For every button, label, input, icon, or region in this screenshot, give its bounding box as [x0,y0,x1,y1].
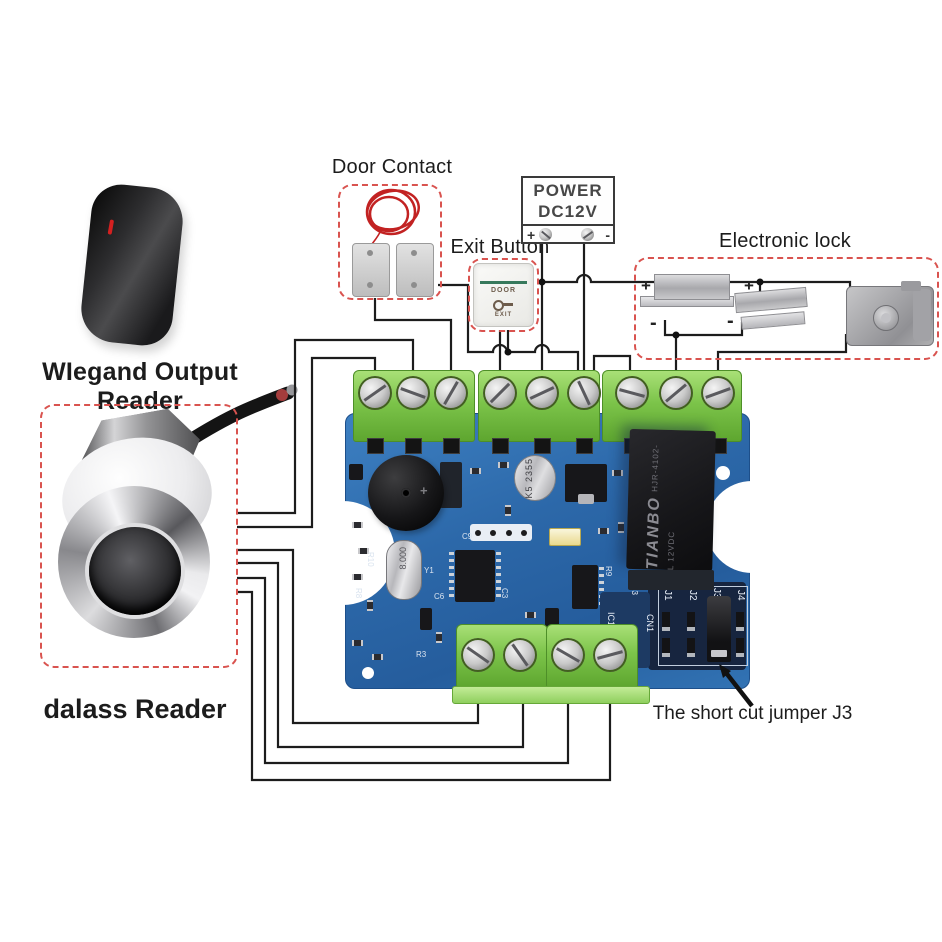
power-plus-terminal [539,228,552,241]
bolt-plus-mark: + [641,276,651,295]
wiegand-reader-photo [77,181,187,349]
jumper-arrow [719,664,754,708]
diode-array [440,462,462,508]
dalass-reader-center [89,527,181,615]
wire-12v-bus [542,273,852,288]
main-ic [449,550,501,602]
silkscreen-text: R8 [354,588,363,599]
silkscreen-text: R10 [366,552,375,567]
relay-brand: TIANBO [644,496,664,570]
exit-button-box [468,258,539,332]
reader-led-icon [107,219,115,235]
jumper-cap-j3 [707,596,731,662]
silkscreen-text: C6 [434,592,445,601]
crystal-oscillator: 8.000 [386,540,422,600]
wiegand-reader-label: WIegand Output Reader [42,358,238,415]
silkscreen-text: C9 [462,532,473,541]
key-icon [493,300,515,311]
wire-reader-b1 [237,548,480,725]
jumper-label-j4: J4 [735,590,746,601]
jumper-label-j2: J2 [687,590,698,601]
exit-door-text: DOOR [491,287,516,294]
exit-exit-text: EXIT [494,312,513,318]
power-plus-sign: + [527,227,536,243]
capacitor-text: K5 2355 [524,458,534,499]
buzzer: + [368,455,444,531]
secondary-ic [572,565,604,609]
wire-doorcontact-t3 [373,298,453,370]
silkscreen-text: C3 [500,588,509,599]
pad-header [470,524,532,541]
terminal-block-bottom-1 [456,622,548,688]
terminal-block-lip [452,686,650,704]
d03-label: 03 [630,586,639,595]
board-cutout-right [706,481,798,573]
jumper-pin [662,638,670,657]
mag-plus-mark: + [744,276,754,295]
jumper-pin [687,612,695,631]
wire-reader-t1 [237,356,377,529]
rim-lock-cylinder [873,305,899,331]
transistor [349,464,363,480]
power-supply-box: POWER DC12V + - [521,176,615,244]
ic1-label: IC1 [606,612,616,627]
door-contact-label: Door Contact [331,156,453,178]
relay: TIANBO HJR-4102-L 12VDC [626,428,716,572]
electronic-lock-box [634,257,939,360]
jumper-note-label: The short cut jumper J3 [652,703,853,724]
jumper-label-j1: J1 [662,590,673,601]
jumper-pin [687,638,695,657]
power-line1: POWER [533,181,603,200]
wire-reader-b3 [237,576,570,765]
cable-band [276,389,288,401]
wire-reader-b4 [237,590,612,782]
door-contact-plate [396,243,434,297]
electronic-lock-label: Electronic lock [719,230,851,252]
transistor [420,608,432,630]
exit-button-photo: DOOR EXIT [473,263,534,327]
rim-lock-photo [846,281,934,346]
wire-t6-t7-link [592,354,632,370]
terminal-block-top-1 [353,368,475,454]
terminal-block-top-2 [478,368,601,454]
silkscreen-text: R9 [604,566,613,577]
terminal-block-bottom-2 [546,622,638,688]
mounting-hole [716,466,730,480]
cn1-label: CN1 [645,614,655,633]
regulator-tab [578,494,594,504]
jumper-pin [662,612,670,631]
power-line2: DC12V [538,202,598,221]
relay-pin-strip [628,570,714,590]
power-minus-terminal [581,228,594,241]
silkscreen-text: R3 [416,650,427,659]
door-contact-plate [352,243,390,297]
led-indicator [549,528,581,546]
silkscreen-text: Y1 [424,566,434,575]
door-contact-box [338,184,442,300]
bolt-minus-mark: - [650,312,657,334]
jumper-pin [736,612,744,631]
electrolytic-capacitor: K5 2355 [514,455,556,501]
power-terminal-strip: + - [523,224,613,244]
bolt-lock-photo [654,274,730,300]
mounting-hole [362,667,374,679]
dalass-reader-box [40,404,238,668]
wire-reader-b2 [237,561,525,749]
jumper-pin [736,638,744,657]
wire-reader-t2 [237,338,415,515]
mag-minus-mark: - [727,310,734,332]
dalass-reader-label: dalass Reader [43,694,227,724]
power-minus-sign: - [605,227,610,243]
jumper-label-j3: J3 [711,588,722,599]
